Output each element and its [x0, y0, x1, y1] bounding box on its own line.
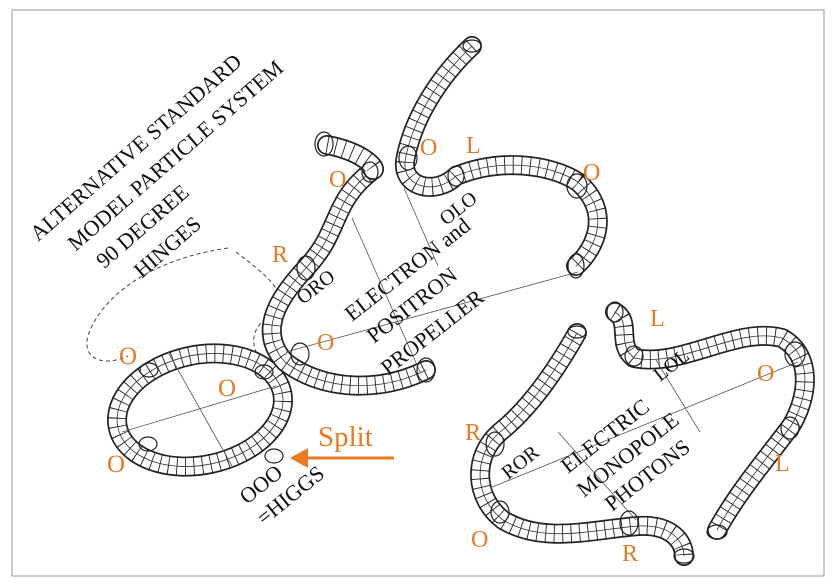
higgs-hinge-label-3: O	[107, 451, 125, 478]
split-arrowhead	[290, 448, 308, 468]
electron-hinge-label-1: O	[329, 167, 346, 193]
higgs-hinge-right	[254, 364, 274, 380]
photon-hinge-label-4: R	[465, 420, 481, 446]
photon-hinge-l	[624, 345, 644, 367]
higgs-hinge-split	[264, 448, 284, 464]
photon-hinge-top	[567, 325, 587, 339]
split-label: Split	[318, 421, 373, 453]
photon-hinge-label-3: L	[775, 451, 790, 477]
higgs-ring	[107, 343, 293, 477]
electron-hinge-top-mid	[361, 161, 379, 183]
electron-hinge-bottom	[290, 342, 310, 366]
higgs-hinge-bottom	[138, 436, 158, 452]
electron-hinge-l	[447, 165, 465, 187]
photon-hinge-label-5: O	[471, 527, 488, 553]
electron-hinge-right-end	[567, 253, 585, 279]
electron-hinge-label-4: O	[583, 160, 600, 186]
photon-hinge-label-2: O	[757, 361, 774, 387]
electron-hinge-top-right	[398, 145, 418, 171]
higgs-hinge-label-2: O	[218, 375, 236, 402]
electron-hinge-label-2: O	[420, 135, 437, 161]
electron-hinge-end	[416, 357, 436, 383]
title-block: ALTERNATIVE STANDARD MODEL PARTICLE SYST…	[25, 49, 288, 283]
photon-hinge-label-1: L	[650, 306, 665, 332]
higgs-hinge-left	[139, 362, 159, 378]
electron-hinge-label-3: L	[466, 133, 481, 159]
electron-hinge-r	[296, 255, 316, 281]
higgs-hinge-label-1: O	[119, 343, 137, 370]
photon-hinge-label-6: R	[622, 541, 638, 567]
electron-hinge-top-left	[314, 131, 334, 157]
photon-hinge-end	[673, 548, 695, 564]
photon-code-left: ROR	[498, 441, 544, 484]
photon-hinge-r	[485, 431, 505, 457]
electron-propeller	[261, 36, 608, 396]
photon-hinge-bottom-left	[490, 500, 510, 524]
photon-hinge-tip	[706, 524, 728, 540]
photon-hinge-top-right	[606, 301, 624, 323]
electron-hinge-label-6: O	[317, 330, 334, 356]
photon-hinge-bottom-right	[619, 510, 639, 536]
electron-hinge-tip	[462, 39, 482, 53]
electron-hinge-right	[566, 173, 588, 199]
photon-hinge-o	[784, 341, 806, 367]
photon-hinge-l2	[780, 416, 800, 440]
photon-monopole	[470, 301, 815, 566]
image-frame	[11, 9, 825, 577]
electron-hinge-label-5: R	[272, 242, 288, 268]
hinge-callout-line-1	[86, 247, 229, 362]
